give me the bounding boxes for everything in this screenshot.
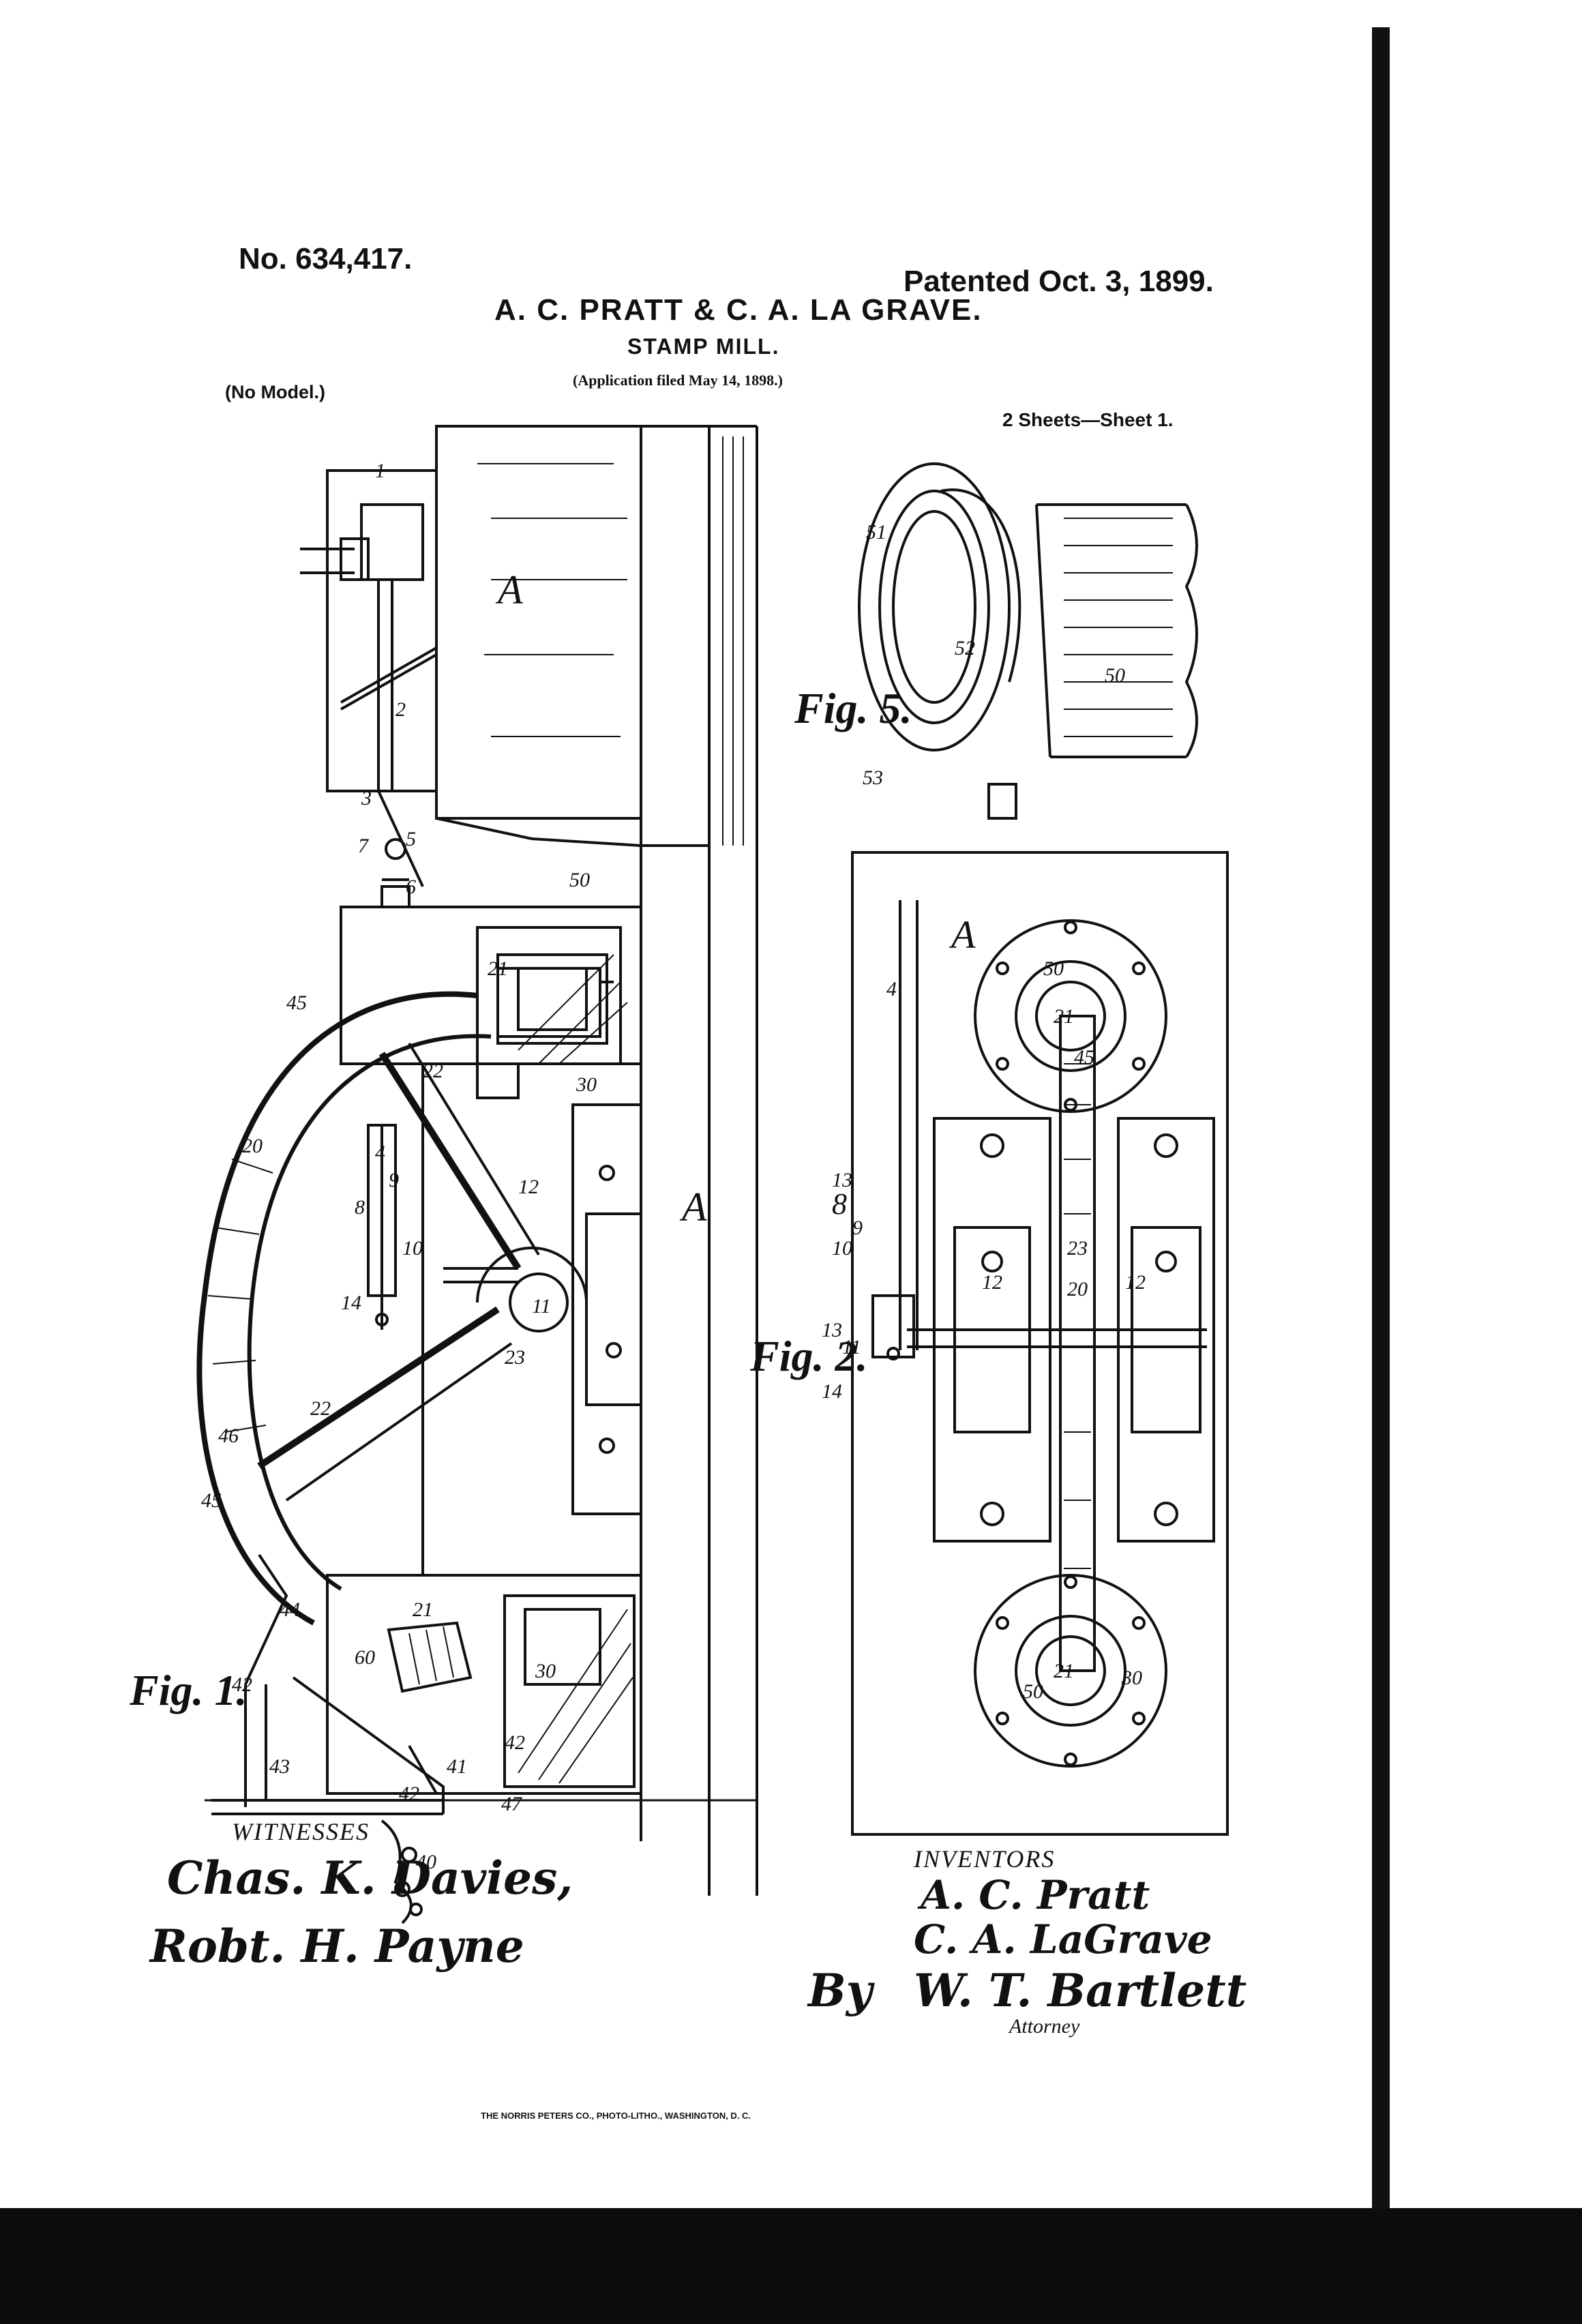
ref-2-20: 20 [1067, 1278, 1088, 1300]
ref-12: 12 [518, 1176, 539, 1198]
ref-14: 14 [341, 1292, 361, 1314]
ref-30-lower: 30 [535, 1660, 556, 1682]
attorney-label: Attorney [1009, 2015, 1080, 2038]
patented-date: Patented Oct. 3, 1899. [904, 265, 1214, 298]
ref-42-a: 42 [232, 1673, 252, 1696]
witness-signature-1: Chas. K. Davies, [167, 1851, 573, 1905]
ref-2-21-a: 21 [1054, 1005, 1074, 1028]
inventor-signature-1: A. C. Pratt [921, 1872, 1150, 1918]
ref-40: 40 [416, 1851, 436, 1873]
model-note: (No Model.) [225, 382, 325, 402]
ref-2-4: 4 [886, 978, 897, 1000]
witness-signature-2: Robt. H. Payne [150, 1920, 524, 1973]
ref-5-53: 53 [863, 766, 883, 789]
right-scan-border [1372, 27, 1390, 2244]
ref-2-11: 11 [842, 1336, 861, 1358]
ref-2-A: A [949, 912, 976, 957]
fig5-reference-numerals: 50 51 52 53 [863, 521, 1125, 789]
fig2-reference-numerals: 4 8 9 10 11 12 12 13 13 14 20 21 21 23 3… [822, 912, 1146, 1703]
by-label: By [808, 1964, 873, 2017]
inventors-line: A. C. PRATT & C. A. LA GRAVE. [494, 293, 983, 327]
witnesses-heading: WITNESSES [232, 1818, 370, 1845]
ref-23: 23 [505, 1346, 525, 1369]
ref-43: 43 [269, 1755, 290, 1778]
ref-44: 44 [280, 1598, 300, 1621]
ref-2: 2 [395, 698, 406, 721]
inventor-signature-2: C. A. LaGrave [914, 1916, 1212, 1963]
ref-10: 10 [402, 1237, 423, 1260]
ref-2-12-b: 12 [1125, 1271, 1146, 1294]
ref-42-c: 42 [399, 1783, 419, 1805]
fig1-drawing [196, 425, 758, 1924]
ref-20: 20 [242, 1135, 263, 1157]
ref-7: 7 [358, 835, 370, 857]
bottom-scan-border [0, 2208, 1582, 2324]
ref-5: 5 [406, 828, 416, 850]
ref-2-14: 14 [822, 1380, 842, 1403]
ref-2-8: 8 [832, 1187, 847, 1221]
ref-21-lower: 21 [413, 1598, 433, 1621]
ref-21-upper: 21 [488, 957, 508, 980]
ref-22-upper: 22 [423, 1060, 443, 1082]
attorney-signature: W. T. Bartlett [914, 1964, 1247, 2017]
ref-5-52: 52 [955, 637, 975, 659]
fig2-label: Fig. 2. [749, 1332, 867, 1380]
ref-2-13-b: 13 [822, 1319, 842, 1341]
ref-2-45: 45 [1074, 1046, 1094, 1069]
printer-credit: THE NORRIS PETERS CO., PHOTO-LITHO., WAS… [481, 2111, 751, 2121]
ref-2-12-a: 12 [982, 1271, 1002, 1294]
ref-1: 1 [375, 460, 385, 482]
fig2-drawing [851, 851, 1229, 1836]
figure-labels: Fig. 1. Fig. 2. Fig. 5. [129, 684, 912, 1714]
ref-42-b: 42 [505, 1731, 525, 1754]
ref-5-50: 50 [1105, 664, 1125, 687]
sheets-note: 2 Sheets—Sheet 1. [1002, 409, 1174, 430]
patent-title: STAMP MILL. [627, 334, 780, 359]
ref-2-9: 9 [852, 1217, 863, 1239]
ref-46: 46 [218, 1425, 239, 1447]
ref-30-upper: 30 [576, 1073, 597, 1096]
ref-2-50-a: 50 [1043, 957, 1064, 980]
fig1-label: Fig. 1. [129, 1666, 247, 1714]
inventors-heading: INVENTORS [914, 1845, 1056, 1873]
patent-number: No. 634,417. [239, 242, 413, 275]
ref-3: 3 [361, 787, 372, 809]
ref-2-50-b: 50 [1023, 1680, 1043, 1703]
ref-9: 9 [389, 1169, 399, 1191]
ref-A-upper: A [495, 567, 523, 612]
ref-2-10: 10 [832, 1237, 852, 1260]
ref-5-51: 51 [866, 521, 886, 543]
ref-8: 8 [355, 1196, 365, 1219]
ref-2-13-a: 13 [832, 1169, 852, 1191]
ref-45-lower: 45 [201, 1489, 222, 1512]
fig1-reference-numerals: 1 2 3 4 5 6 7 8 9 10 11 12 14 20 21 21 2… [201, 460, 707, 1873]
ref-A-lower: A [679, 1185, 707, 1230]
ref-45-upper: 45 [286, 992, 307, 1014]
fig5-drawing [858, 462, 1198, 820]
ref-11: 11 [532, 1295, 551, 1317]
fig5-label: Fig. 5. [794, 684, 912, 732]
ref-2-23: 23 [1067, 1237, 1088, 1260]
ref-22-lower: 22 [310, 1397, 331, 1420]
ref-41: 41 [447, 1755, 467, 1778]
ref-2-21-b: 21 [1054, 1660, 1074, 1682]
ref-47: 47 [501, 1793, 523, 1815]
ref-6: 6 [406, 876, 416, 898]
ref-60: 60 [355, 1646, 375, 1669]
ref-2-30: 30 [1121, 1667, 1142, 1689]
ref-50: 50 [569, 869, 590, 891]
application-note: (Application filed May 14, 1898.) [573, 372, 783, 389]
ref-4: 4 [375, 1142, 385, 1164]
